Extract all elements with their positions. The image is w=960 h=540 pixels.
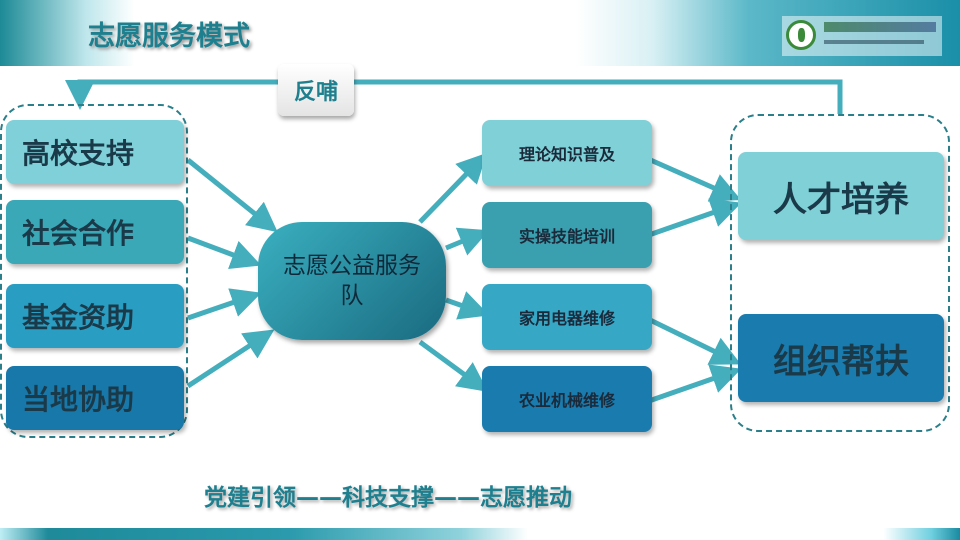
arrow-source-4 [186,329,275,389]
source-local: 当地协助 [6,366,184,430]
arrow-outcome-2 [645,198,742,239]
service-machinery: 农业机械维修 [482,366,652,432]
seal-icon [786,20,816,50]
arrow-service-4 [418,339,489,392]
outcome-talent: 人才培养 [738,152,944,240]
header-banner: 志愿服务模式 [0,0,960,66]
outcomes-group [730,114,950,432]
feedback-loop-arrow [65,79,843,114]
arrow-source-2 [187,235,262,270]
arrow-service-3 [445,291,490,320]
service-theory: 理论知识普及 [482,120,652,186]
outcome-support: 组织帮扶 [738,314,944,402]
source-fund: 基金资助 [6,284,184,348]
page-title: 志愿服务模式 [88,21,250,52]
slogan: 党建引领——科技支撑——志愿推动 [204,485,572,511]
arrow-outcome-4 [645,364,742,405]
center-volunteer-team: 志愿公益服务队 [258,222,446,340]
arrow-service-2 [445,227,490,256]
service-appliance: 家用电器维修 [482,284,652,350]
source-university: 高校支持 [6,120,184,184]
arrow-service-1 [418,152,487,224]
footer-banner [0,528,960,540]
service-skills: 实操技能培训 [482,202,652,268]
university-logo [782,16,942,56]
arrow-source-1 [186,158,278,233]
feedback-label: 反哺 [278,64,354,116]
arrow-outcome-3 [644,315,741,365]
sources-group [0,104,188,438]
source-society: 社会合作 [6,200,184,264]
arrow-source-3 [187,288,262,321]
arrow-outcome-1 [644,155,742,202]
